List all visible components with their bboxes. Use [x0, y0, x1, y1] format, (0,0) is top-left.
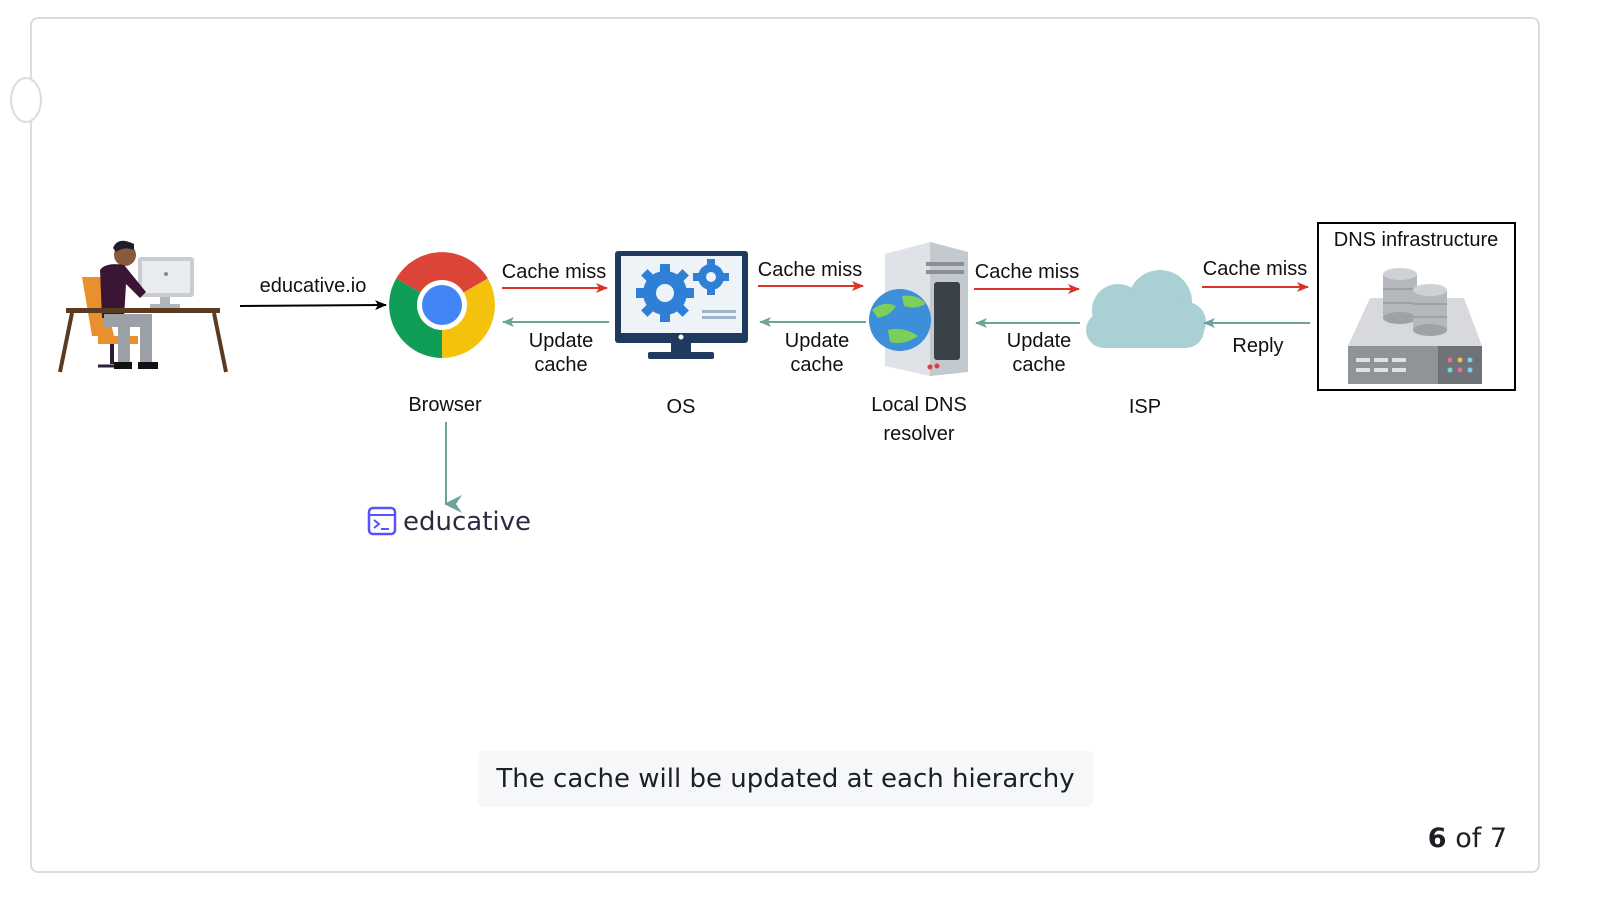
os-label: OS	[667, 396, 696, 418]
pager-of: of	[1455, 823, 1482, 854]
resolver-isp-miss-label: Cache miss	[975, 261, 1079, 283]
browser-os-update-label-2: cache	[534, 354, 587, 376]
browser-os-miss-label: Cache miss	[502, 261, 606, 283]
educative-logo: educative	[367, 506, 531, 537]
educative-brand-text: educative	[403, 507, 531, 537]
dns-infrastructure-title: DNS infrastructure	[1334, 229, 1499, 251]
educative-logo-icon	[367, 506, 397, 536]
user-request-label: educative.io	[260, 275, 367, 297]
previous-slide-handle[interactable]	[10, 77, 42, 123]
isp-cloud-icon	[1086, 270, 1206, 348]
dns-resolver-server-icon	[869, 242, 968, 376]
slide-pager: 6 of 7	[1428, 823, 1507, 854]
dns-server-database-icon	[1348, 268, 1482, 384]
os-resolver-miss-label: Cache miss	[758, 259, 862, 281]
chrome-browser-icon	[389, 252, 495, 358]
resolver-isp-update-label-2: cache	[1012, 354, 1065, 376]
pager-total: 7	[1489, 823, 1507, 854]
user-at-desk-illustration	[58, 240, 228, 373]
slide-caption-text: The cache will be updated at each hierar…	[496, 764, 1075, 794]
os-monitor-gears-icon	[615, 251, 748, 359]
pager-current: 6	[1427, 823, 1447, 854]
browser-os-update-label-1: Update	[529, 330, 594, 352]
isp-label: ISP	[1129, 396, 1161, 418]
os-resolver-update-label-2: cache	[790, 354, 843, 376]
dns-reply-label: Reply	[1232, 335, 1283, 357]
os-resolver-update-label-1: Update	[785, 330, 850, 352]
browser-label: Browser	[408, 394, 482, 416]
slide-card	[10, 17, 1540, 873]
resolver-label-1: Local DNS	[871, 394, 967, 416]
user-to-browser-arrow	[239, 300, 387, 311]
slide-caption: The cache will be updated at each hierar…	[478, 751, 1093, 807]
isp-dns-miss-label: Cache miss	[1203, 258, 1307, 280]
resolver-label-2: resolver	[883, 423, 954, 445]
resolver-isp-update-label-1: Update	[1007, 330, 1072, 352]
